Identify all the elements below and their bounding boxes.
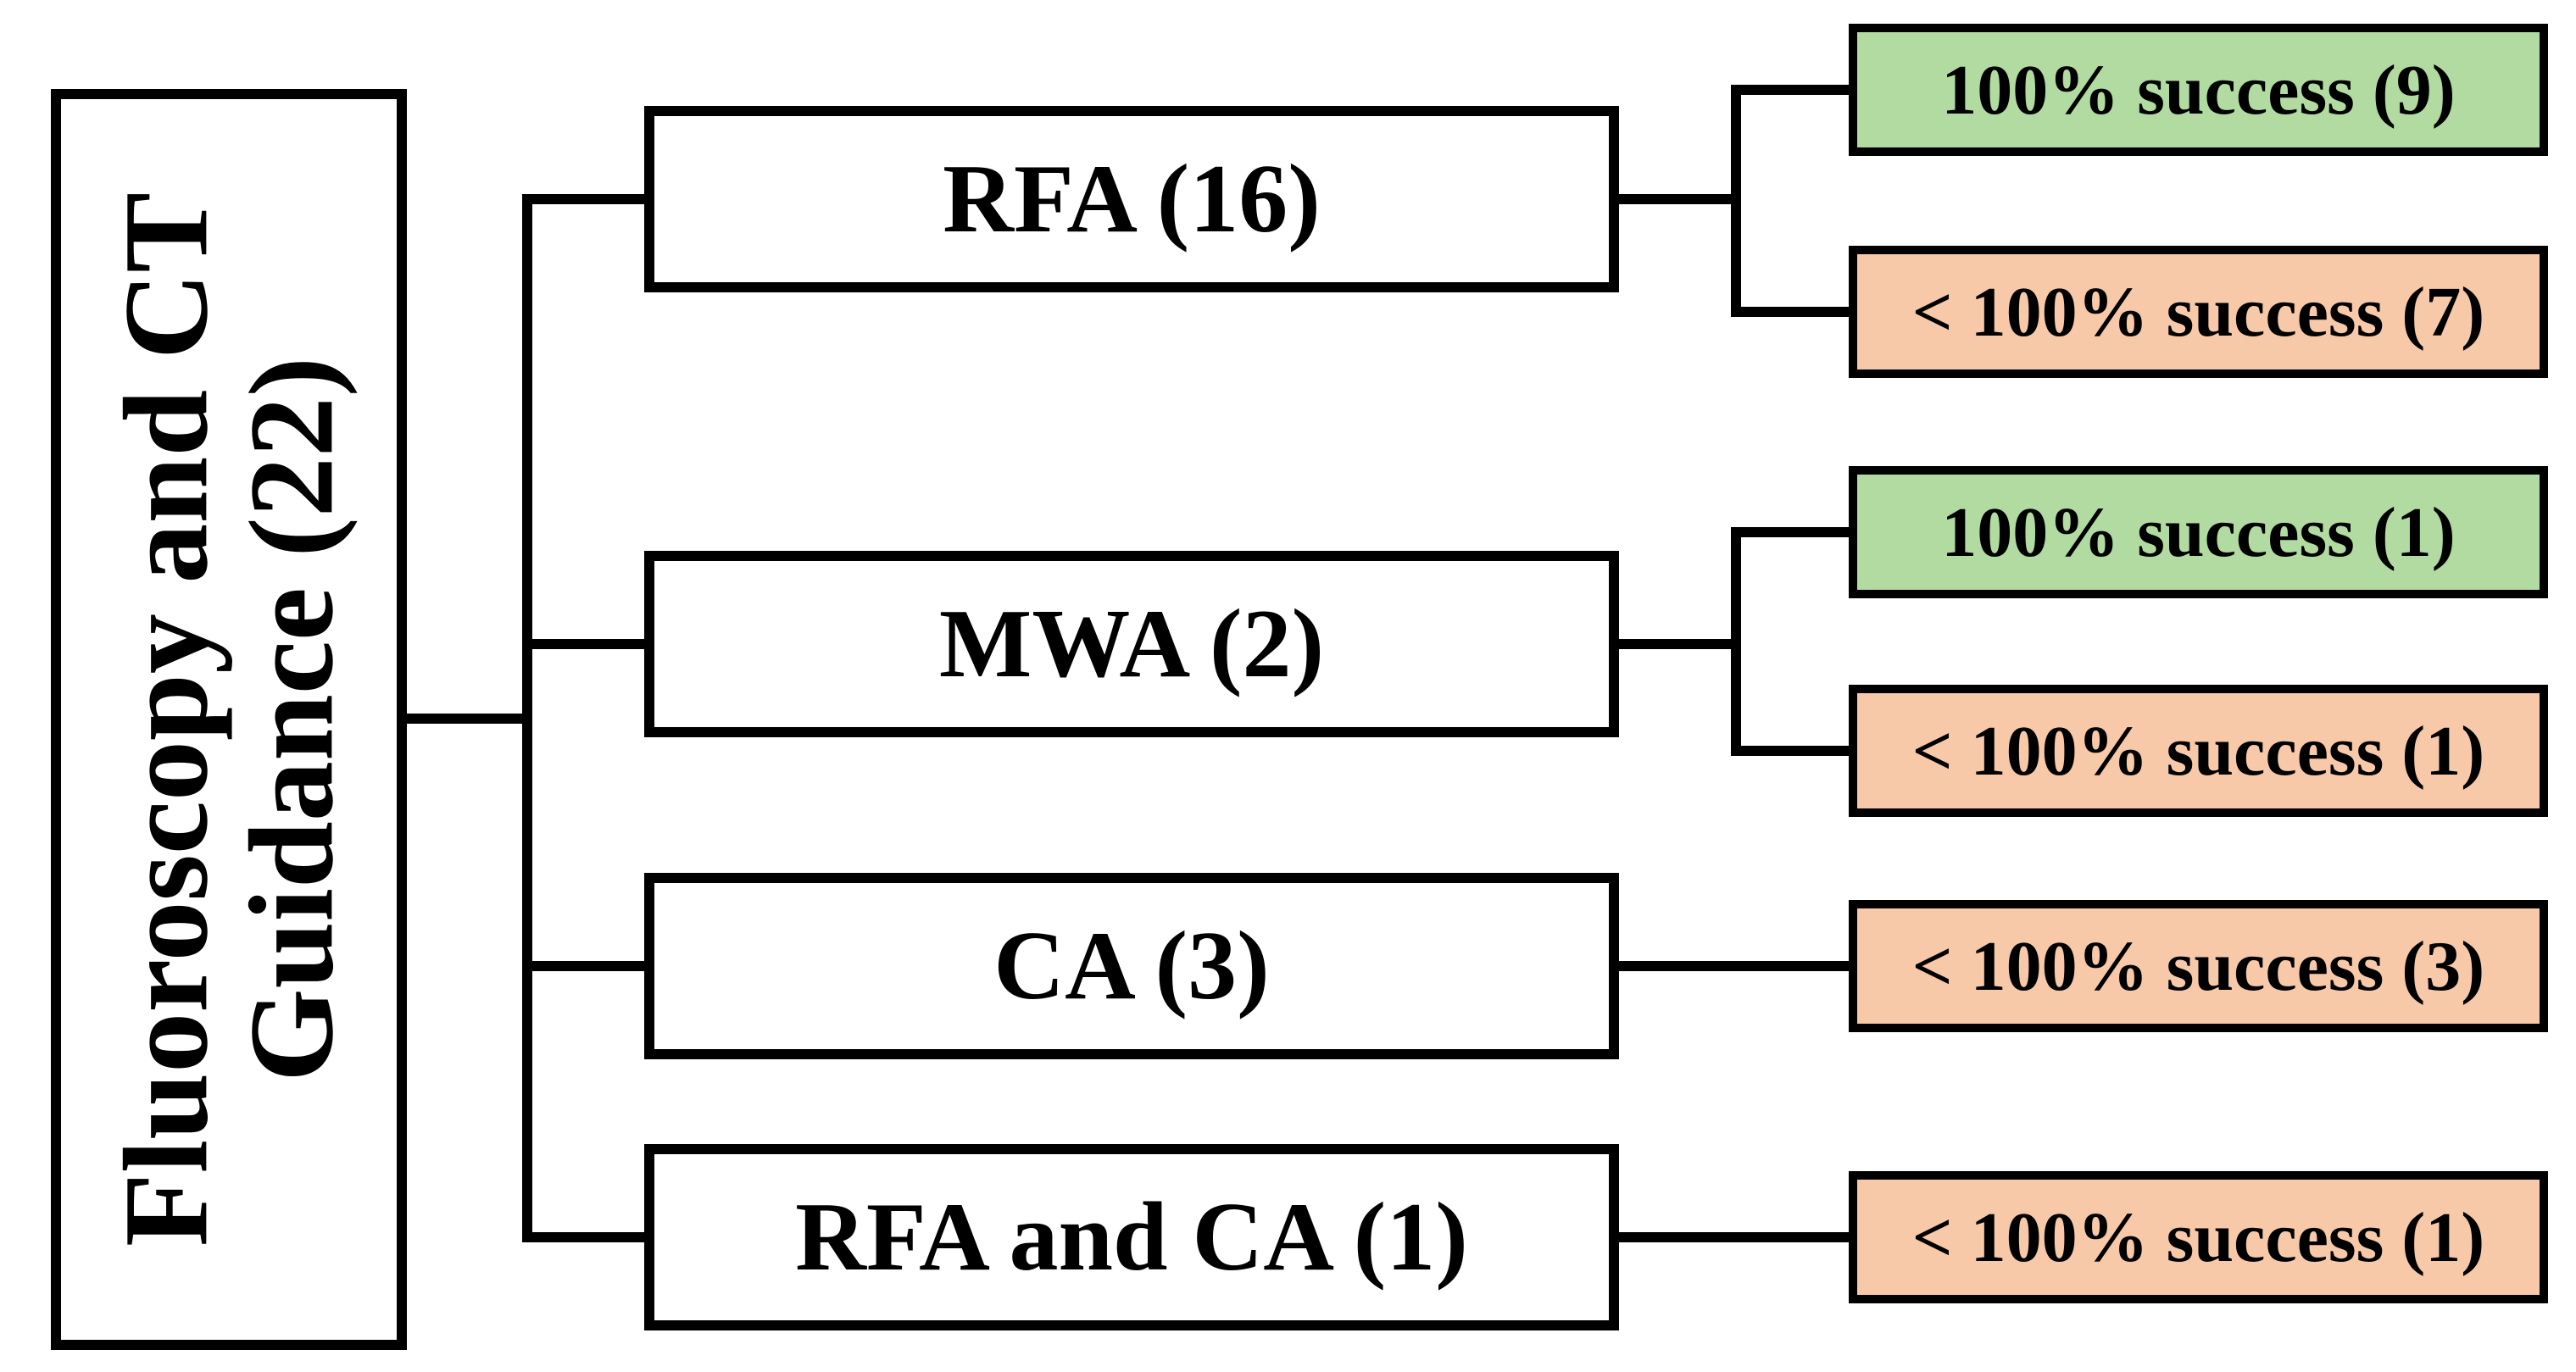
connector-rfa-split-vertical (1731, 85, 1741, 317)
node-rfa-label: RFA (16) (943, 144, 1321, 253)
connector-mwa-split-vertical (1731, 527, 1741, 756)
connector-mwa-out (1611, 639, 1739, 649)
connector-branch-mwa (522, 639, 649, 649)
connector-branch-rfa-ca (522, 1232, 649, 1242)
connector-rfa-out (1611, 194, 1739, 204)
connector-branch-rfa (522, 194, 649, 204)
node-mwa: MWA (2) (644, 551, 1619, 737)
outcome-ca-below-success-label: < 100% success (3) (1911, 926, 2485, 1006)
outcome-mwa-below-success-label: < 100% success (1) (1911, 711, 2485, 791)
node-mwa-label: MWA (2) (938, 589, 1325, 698)
outcome-ca-below-success: < 100% success (3) (1849, 900, 2548, 1032)
node-rfa-and-ca: RFA and CA (1) (644, 1144, 1619, 1330)
outcome-rfa-below-success-label: < 100% success (7) (1911, 272, 2485, 352)
outcome-rfa-full-success: 100% success (9) (1849, 24, 2548, 156)
connector-root-feed (398, 714, 532, 724)
connector-ca-out (1611, 961, 1854, 971)
connector-rfa-success-stub (1731, 85, 1854, 95)
node-root-label: Fluoroscopy and CT Guidance (22) (98, 192, 358, 1247)
connector-rfa-ca-out (1611, 1232, 1854, 1242)
node-rfa: RFA (16) (644, 106, 1619, 292)
outcome-rfa-below-success: < 100% success (7) (1849, 246, 2548, 378)
node-ca: CA (3) (644, 873, 1619, 1059)
connector-mwa-below-stub (1731, 746, 1854, 756)
node-root-label-line1: Fluoroscopy and CT (98, 192, 233, 1247)
connector-mwa-success-stub (1731, 527, 1854, 537)
node-ca-label: CA (3) (993, 911, 1270, 1020)
outcome-mwa-full-success-label: 100% success (1) (1941, 492, 2456, 572)
connector-rfa-below-stub (1731, 307, 1854, 317)
node-rfa-and-ca-label: RFA and CA (1) (795, 1182, 1468, 1291)
outcome-rfa-ca-below-success: < 100% success (1) (1849, 1171, 2548, 1303)
connector-trunk-vertical (522, 194, 532, 1242)
node-root-label-line2: Guidance (22) (224, 357, 358, 1082)
outcome-rfa-ca-below-success-label: < 100% success (1) (1911, 1197, 2485, 1277)
outcome-mwa-below-success: < 100% success (1) (1849, 685, 2548, 817)
outcome-mwa-full-success: 100% success (1) (1849, 466, 2548, 598)
node-root-fluoroscopy-ct-guidance: Fluoroscopy and CT Guidance (22) (51, 89, 407, 1350)
outcome-rfa-full-success-label: 100% success (9) (1941, 50, 2456, 130)
connector-branch-ca (522, 961, 649, 971)
